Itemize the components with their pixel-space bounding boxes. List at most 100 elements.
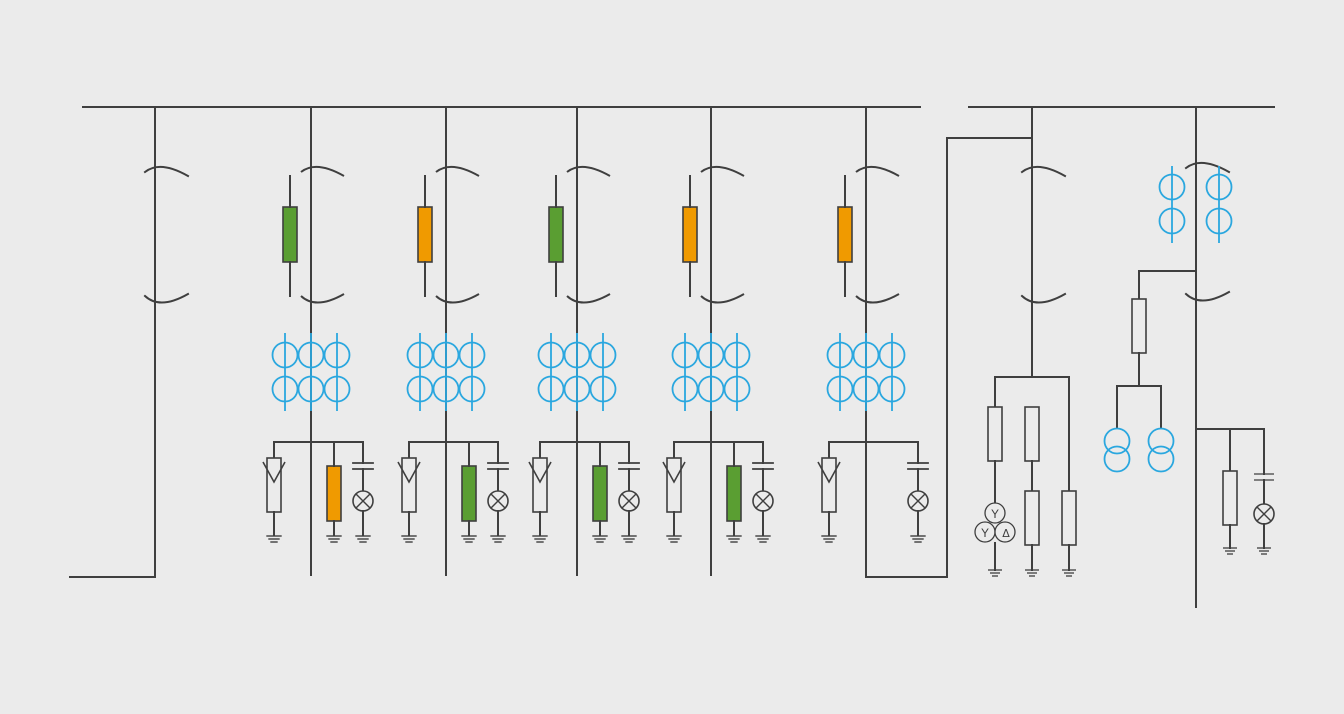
incoming-feeder	[69, 106, 190, 578]
capacitor-with-indicator-lamp-icon	[907, 441, 929, 543]
feeder-3	[528, 106, 640, 576]
station-ct-group	[1158, 166, 1233, 243]
ct-cluster	[537, 333, 617, 411]
arrester-body	[532, 457, 548, 513]
ground-icon	[326, 535, 342, 543]
circuit-breaker	[417, 206, 433, 263]
ct-cluster	[406, 333, 486, 411]
ground-icon	[666, 535, 682, 543]
ct-cluster	[671, 333, 751, 411]
ground-icon	[592, 535, 608, 543]
ground-icon	[401, 535, 417, 543]
winding-label: Δ	[1002, 527, 1010, 540]
arrester-body	[401, 457, 417, 513]
ground-icon	[1257, 547, 1271, 555]
disconnect-switch-icon	[435, 165, 480, 177]
arrester-body	[266, 457, 282, 513]
feeder-2	[397, 106, 509, 576]
lower-breaker	[461, 465, 477, 522]
ground-icon	[461, 535, 477, 543]
capacitor-with-indicator-lamp-icon	[487, 441, 509, 543]
disconnect-switch-icon	[566, 165, 611, 177]
fuse	[1024, 406, 1040, 462]
resistor	[1222, 470, 1238, 526]
ground-icon	[266, 535, 282, 543]
fuse	[987, 406, 1003, 462]
feeder-panels	[262, 106, 929, 578]
lower-breaker	[326, 465, 342, 522]
ground-icon	[490, 535, 506, 543]
station-transformer-panel	[1116, 106, 1275, 608]
lower-breaker	[592, 465, 608, 522]
ground-icon	[621, 535, 637, 543]
arrester-arrow	[662, 461, 686, 484]
disconnect-icon	[143, 292, 190, 304]
arrester-arrow	[817, 461, 841, 484]
ground-icon	[910, 535, 926, 543]
winding-primary	[1103, 427, 1131, 455]
disconnect-switch-icon	[700, 293, 745, 304]
disconnect-switch-icon	[700, 165, 745, 177]
fuse	[1131, 298, 1147, 354]
disconnect-icon	[143, 165, 190, 178]
disconnect-icon	[1184, 161, 1231, 174]
disconnect-switch-icon	[435, 293, 480, 304]
fuse	[1061, 490, 1077, 546]
surge-arrester-icon	[528, 441, 552, 543]
instrument-transformers	[271, 166, 1233, 473]
winding-secondary	[1103, 445, 1131, 473]
ground-icon	[821, 535, 837, 543]
circuit-breaker	[282, 206, 298, 263]
ground-icon	[755, 535, 771, 543]
disconnect-switch-icon	[855, 165, 900, 177]
surge-arrester-icon	[817, 441, 841, 543]
ground-icon	[1025, 569, 1039, 577]
feeder-1	[262, 106, 374, 576]
disconnect-switch-icon	[855, 293, 900, 304]
disconnect-switch-icon	[300, 293, 345, 304]
circuit-breaker	[682, 206, 698, 263]
wire	[355, 493, 371, 509]
ground-icon	[988, 569, 1002, 577]
ct-cluster	[826, 333, 906, 411]
wire	[755, 493, 771, 509]
arrester-body	[666, 457, 682, 513]
disconnect-icon	[1020, 292, 1067, 304]
wire	[490, 493, 506, 509]
disconnect-icon	[1184, 290, 1231, 302]
bus-tie-connection	[865, 137, 1033, 578]
resistor	[1024, 490, 1040, 546]
capacitor-with-indicator-lamp-icon	[352, 441, 374, 543]
winding-label: Y	[991, 507, 999, 521]
surge-arrester-icon	[662, 441, 686, 543]
ground-icon	[726, 535, 742, 543]
arrester-body	[821, 457, 837, 513]
static-wiring: Y Y Δ	[69, 106, 1275, 608]
surge-arrester-icon	[262, 441, 286, 543]
winding-secondary	[1147, 445, 1175, 473]
ground-icon	[355, 535, 371, 543]
pt-panel: Y Y Δ	[974, 106, 1077, 577]
voltage-transformer-icon: Y Y Δ	[974, 502, 1016, 543]
arrester-arrow	[262, 461, 286, 484]
ground-icon	[532, 535, 548, 543]
capacitor-with-indicator-lamp-icon	[618, 441, 640, 543]
disconnect-icon	[1020, 165, 1067, 178]
winding-icon	[1103, 427, 1175, 473]
ct-cluster	[271, 333, 351, 411]
disconnect-switch-icon	[300, 165, 345, 177]
ground-icon	[1223, 547, 1237, 555]
wire	[910, 493, 926, 509]
lower-breaker	[726, 465, 742, 522]
wire	[621, 493, 637, 509]
arrester-arrow	[397, 461, 421, 484]
winding-label: Y	[981, 526, 989, 540]
surge-arrester-icon	[397, 441, 421, 543]
indicator-lamp-icon	[1253, 503, 1275, 525]
disconnect-switch-icon	[566, 293, 611, 304]
ground-icon	[1062, 569, 1076, 577]
circuit-breaker	[837, 206, 853, 263]
arrester-arrow	[528, 461, 552, 484]
capacitor-with-indicator-lamp-icon	[752, 441, 774, 543]
